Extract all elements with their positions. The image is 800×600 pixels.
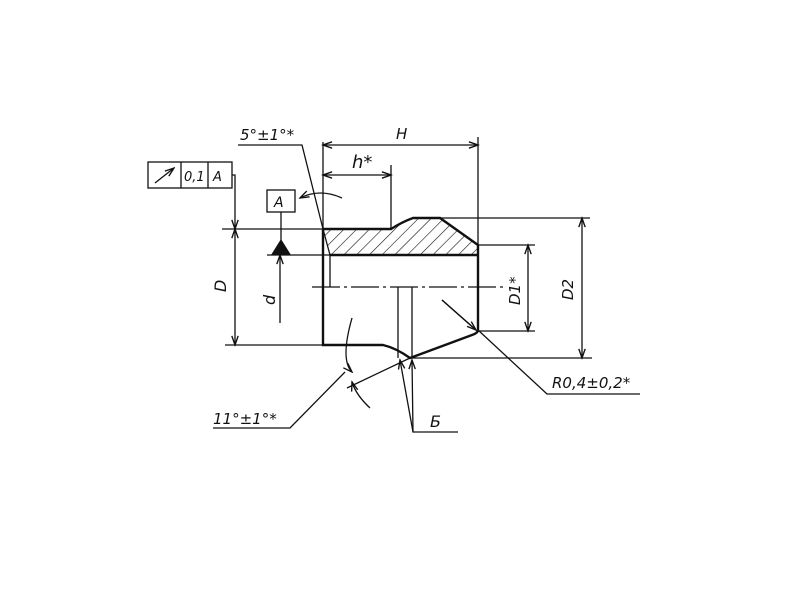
part-outline [321,216,480,360]
runout-arrow-icon [154,168,174,184]
tolerance-frame: 0,1 A [147,161,235,229]
angle-top-label: 5°±1°* [240,126,295,144]
dim-h-label: h* [352,152,372,173]
dim-H-label: H [396,125,407,143]
radius-label: R0,4±0,2* [552,374,631,392]
tolerance-value: 0,1 [184,170,205,185]
dim-d-label: d [260,294,279,305]
surface-label: Б [430,412,441,431]
datum-label: A [273,195,284,211]
dim-D-label: D [211,280,230,292]
angle-bottom-label: 11°±1°* [213,410,277,428]
tolerance-datum: A [212,170,222,185]
dim-D2-label: D2 [559,279,577,300]
datum-marker: A [266,189,296,255]
hatched-section [323,218,478,255]
dim-D1-label: D1* [506,276,524,305]
